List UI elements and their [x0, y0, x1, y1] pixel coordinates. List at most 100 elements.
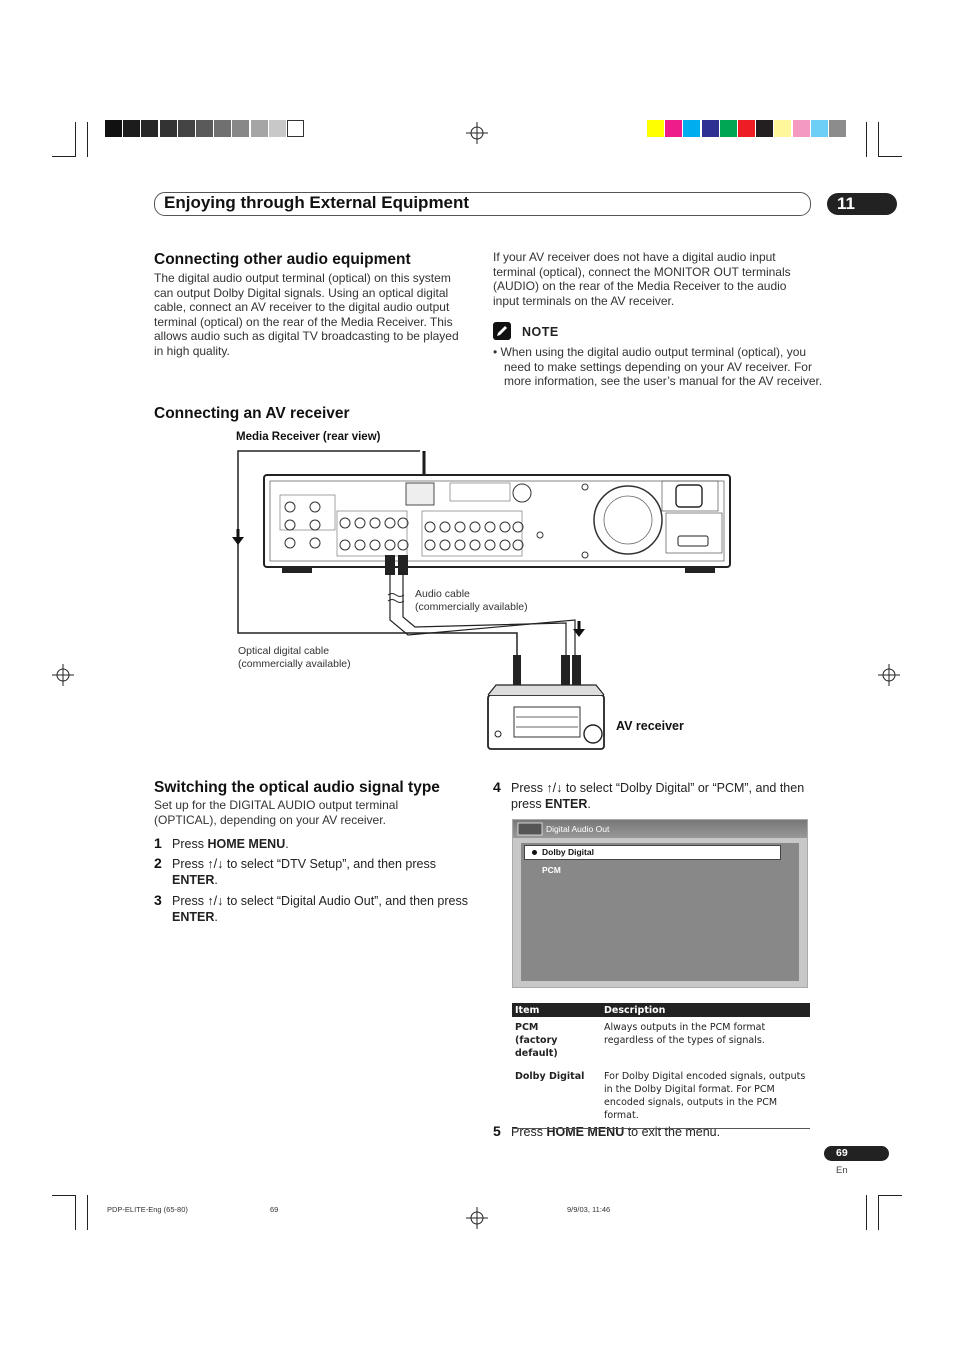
item-name: Dolby Digital	[515, 1071, 585, 1082]
selected-dot-icon	[532, 850, 537, 855]
color-swatch	[214, 120, 232, 137]
footer-date: 9/9/03, 11:46	[567, 1205, 611, 1214]
footer-file: PDP-ELITE-Eng (65-80)	[107, 1205, 188, 1214]
step-text-post: .	[214, 910, 218, 924]
color-swatch	[232, 120, 250, 137]
color-swatch	[250, 120, 268, 137]
crop-mark	[866, 122, 867, 157]
language-code: En	[836, 1165, 848, 1176]
table-cell-item: PCM (factory default)	[512, 1017, 601, 1066]
crop-mark	[87, 1195, 88, 1230]
crop-mark	[878, 1195, 879, 1230]
menu-title: Digital Audio Out	[546, 824, 610, 834]
step-text: Press ↑/↓ to select “Digital Audio Out”,…	[172, 893, 472, 925]
crop-mark	[866, 1195, 867, 1230]
audio-cable-label-text: Audio cable	[415, 588, 470, 600]
connect-audio-body: The digital audio output terminal (optic…	[154, 271, 459, 358]
crop-mark	[52, 156, 76, 157]
connection-diagram	[232, 450, 731, 750]
menu-body: Dolby Digital PCM	[521, 843, 799, 981]
menu-option-selected[interactable]: Dolby Digital	[524, 845, 781, 860]
note-label: NOTE	[522, 325, 559, 339]
table-header-item: Item	[512, 1003, 601, 1017]
step-text-post: .	[285, 837, 289, 851]
color-swatch	[287, 120, 304, 137]
step-text-pre: Press ↑/↓ to select “Dolby Digital” or “…	[511, 781, 805, 811]
step-text: Press ↑/↓ to select “Dolby Digital” or “…	[511, 780, 811, 812]
menu-screenshot: Digital Audio Out Dolby Digital PCM	[512, 819, 808, 988]
audio-cable-label: Audio cable (commercially available)	[415, 588, 528, 614]
chapter-number: 11	[827, 193, 897, 215]
section-title-connect-audio: Connecting other audio equipment	[154, 251, 411, 268]
table-header-description: Description	[601, 1003, 810, 1017]
item-name: PCM	[515, 1022, 539, 1033]
settings-table: Item Description PCM (factory default) A…	[512, 1003, 810, 1129]
color-swatch	[738, 120, 755, 137]
step-number: 4	[493, 779, 501, 795]
table-cell-description: For Dolby Digital encoded signals, outpu…	[601, 1066, 810, 1129]
color-swatch	[647, 120, 664, 137]
footer-file-page: 69	[270, 1205, 279, 1214]
color-swatch	[774, 120, 792, 137]
page-number: 69	[824, 1146, 889, 1161]
menu-option-selected-label: Dolby Digital	[542, 847, 594, 857]
crop-mark	[87, 122, 88, 157]
step-text-post: .	[587, 797, 591, 811]
step-text: Press HOME MENU.	[172, 836, 472, 852]
step-text-pre: Press ↑/↓ to select “DTV Setup”, and the…	[172, 857, 437, 871]
crop-mark	[878, 1195, 902, 1196]
note-text: • When using the digital audio output te…	[493, 345, 823, 389]
chapter-title: Enjoying through External Equipment	[164, 193, 470, 212]
crop-mark	[878, 156, 902, 157]
chapter-header-bar	[154, 192, 811, 216]
section-title-av-receiver: Connecting an AV receiver	[154, 405, 350, 422]
table-cell-item: Dolby Digital	[512, 1066, 601, 1129]
crop-mark	[878, 122, 879, 157]
step-key: HOME MENU	[546, 1125, 625, 1139]
step-text: Press HOME MENU to exit the menu.	[511, 1124, 811, 1140]
optical-cable-label: Optical digital cable (commercially avai…	[238, 645, 351, 671]
registration-target-icon	[878, 664, 900, 686]
table-row: PCM (factory default) Always outputs in …	[512, 1017, 810, 1066]
crop-mark	[52, 1195, 76, 1196]
color-swatch	[123, 120, 141, 137]
note-pencil-icon	[493, 322, 511, 340]
registration-target-icon	[466, 122, 488, 144]
connect-audio-right-body: If your AV receiver does not have a digi…	[493, 250, 791, 308]
crop-mark	[75, 122, 76, 157]
color-swatch	[719, 120, 737, 137]
switching-intro: Set up for the DIGITAL AUDIO output term…	[154, 798, 399, 827]
color-swatch	[701, 120, 719, 137]
step-number: 5	[493, 1123, 501, 1139]
color-swatch	[829, 120, 846, 137]
section-title-switching: Switching the optical audio signal type	[154, 779, 440, 796]
color-swatch	[159, 120, 177, 137]
table-row: Dolby Digital For Dolby Digital encoded …	[512, 1066, 810, 1129]
step-text-pre: Press	[511, 1125, 547, 1139]
color-swatch	[105, 120, 122, 137]
color-swatch	[177, 120, 195, 137]
crop-mark	[75, 1195, 76, 1230]
optical-cable-label-text: Optical digital cable	[238, 645, 330, 657]
registration-target-icon	[466, 1207, 488, 1229]
menu-option-pcm[interactable]: PCM	[542, 865, 561, 875]
step-text-pre: Press ↑/↓ to select “Digital Audio Out”,…	[172, 894, 468, 908]
color-swatch	[268, 120, 286, 137]
table-cell-description: Always outputs in the PCM format regardl…	[604, 1022, 766, 1046]
av-receiver-label: AV receiver	[616, 719, 684, 733]
item-sub: (factory default)	[515, 1035, 558, 1059]
step-text-post: to exit the menu.	[624, 1125, 721, 1139]
media-receiver-label: Media Receiver (rear view)	[236, 431, 381, 443]
step-number: 3	[154, 892, 162, 908]
color-swatch	[756, 120, 774, 137]
optical-cable-sub-text: (commercially available)	[238, 658, 351, 670]
menu-title-bar: Digital Audio Out	[513, 820, 807, 838]
audio-cable-sub-text: (commercially available)	[415, 601, 528, 613]
color-swatch	[196, 120, 213, 137]
step-key: HOME MENU	[207, 837, 286, 851]
step-text: Press ↑/↓ to select “DTV Setup”, and the…	[172, 856, 472, 888]
step-text-post: .	[214, 873, 218, 887]
step-key: ENTER	[172, 873, 215, 887]
registration-target-icon	[52, 664, 74, 686]
step-number: 2	[154, 855, 162, 871]
